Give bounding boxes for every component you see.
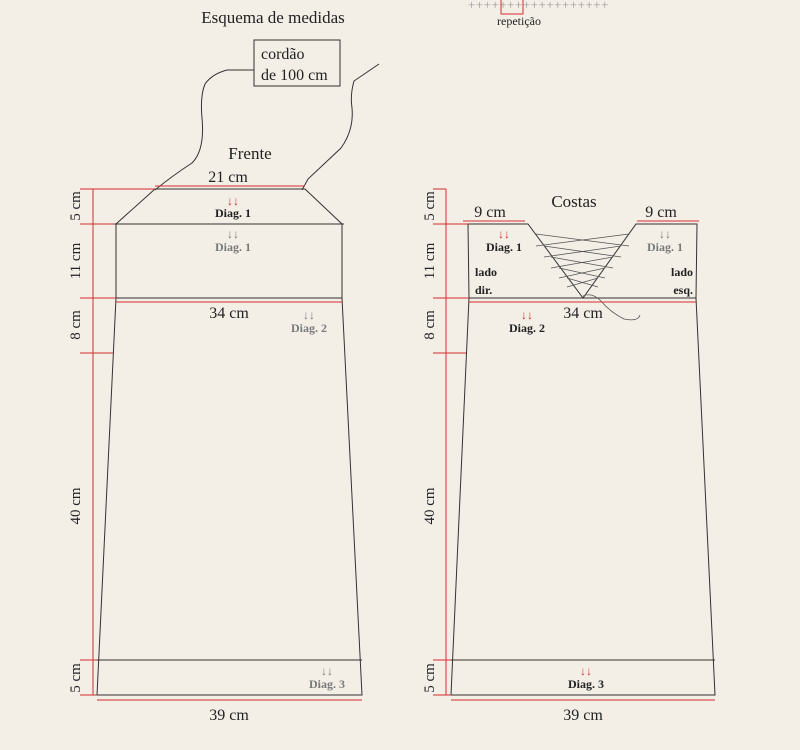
front-height-3: 8 cm [68,310,84,340]
cord-left [154,69,254,191]
diagram-title: Esquema de medidas [201,8,345,27]
front-neck-width: 21 cm [208,169,248,186]
back-waist-width: 34 cm [563,305,603,322]
back-diag3-label: Diag. 3 [568,677,604,691]
repeat-legend: ++++++++++++++++++ repetição [468,0,609,28]
back-height-1: 5 cm [422,191,438,221]
back-diag2-arrows: ↓↓ [521,308,533,322]
front-diag1-grey-label: Diag. 1 [215,240,251,254]
front-label: Frente [228,144,271,163]
back-diag1-grey-label: Diag. 1 [647,240,683,254]
front-diag3-arrows: ↓↓ [321,664,333,678]
front-diag2-label: Diag. 2 [291,321,327,335]
front-hem-width: 39 cm [209,707,249,724]
back-diag1-red-arrows: ↓↓ [498,227,510,241]
back-height-2: 11 cm [422,242,438,279]
back-label: Costas [551,192,596,211]
back-height-scale: 5 cm 11 cm 8 cm 40 cm 5 cm [422,188,469,696]
front-diag2-arrows: ↓↓ [303,308,315,322]
repeat-marks: ++++++++++++++++++ [468,0,609,12]
back-diag3-arrows: ↓↓ [580,664,592,678]
front-height-5: 5 cm [68,663,84,693]
front-panel: Frente 21 cm 34 cm 39 cm ↓↓ Diag. 1 ↓↓ D… [68,144,363,724]
back-height-4: 40 cm [422,487,438,524]
cord-right [301,63,380,191]
cord-label-line1: cordão [261,46,305,63]
back-diag2-label: Diag. 2 [509,321,545,335]
back-panel: Costas 9 cm 9 cm 34 cm 39 cm [422,188,716,724]
repeat-highlight-box [500,0,524,15]
back-side-left-line1: lado [671,265,693,279]
back-left-strap-width: 9 cm [474,204,506,221]
back-diag1-grey-arrows: ↓↓ [659,227,671,241]
back-side-right-line1: lado [475,265,497,279]
back-hem-width: 39 cm [563,707,603,724]
back-side-left-line2: esq. [673,283,693,297]
front-diag1-red-arrows: ↓↓ [227,194,239,208]
front-outline [96,188,363,696]
front-height-4: 40 cm [68,487,84,524]
back-height-5: 5 cm [422,663,438,693]
front-height-2: 11 cm [68,242,84,279]
front-waist-width: 34 cm [209,305,249,322]
repeat-label: repetição [497,14,541,28]
back-outline [450,223,716,696]
front-diag1-grey-arrows: ↓↓ [227,227,239,241]
front-height-1: 5 cm [68,191,84,221]
back-height-3: 8 cm [422,310,438,340]
back-right-strap-width: 9 cm [645,204,677,221]
back-lacing [535,233,641,321]
cord-label-line2: de 100 cm [261,67,328,84]
back-diag1-red-label: Diag. 1 [486,240,522,254]
front-diag1-red-label: Diag. 1 [215,206,251,220]
back-side-right-line2: dir. [475,283,492,297]
front-diag3-label: Diag. 3 [309,677,345,691]
front-height-scale: 5 cm 11 cm 8 cm 40 cm 5 cm [68,188,155,696]
cord-box: cordão de 100 cm [253,39,341,87]
